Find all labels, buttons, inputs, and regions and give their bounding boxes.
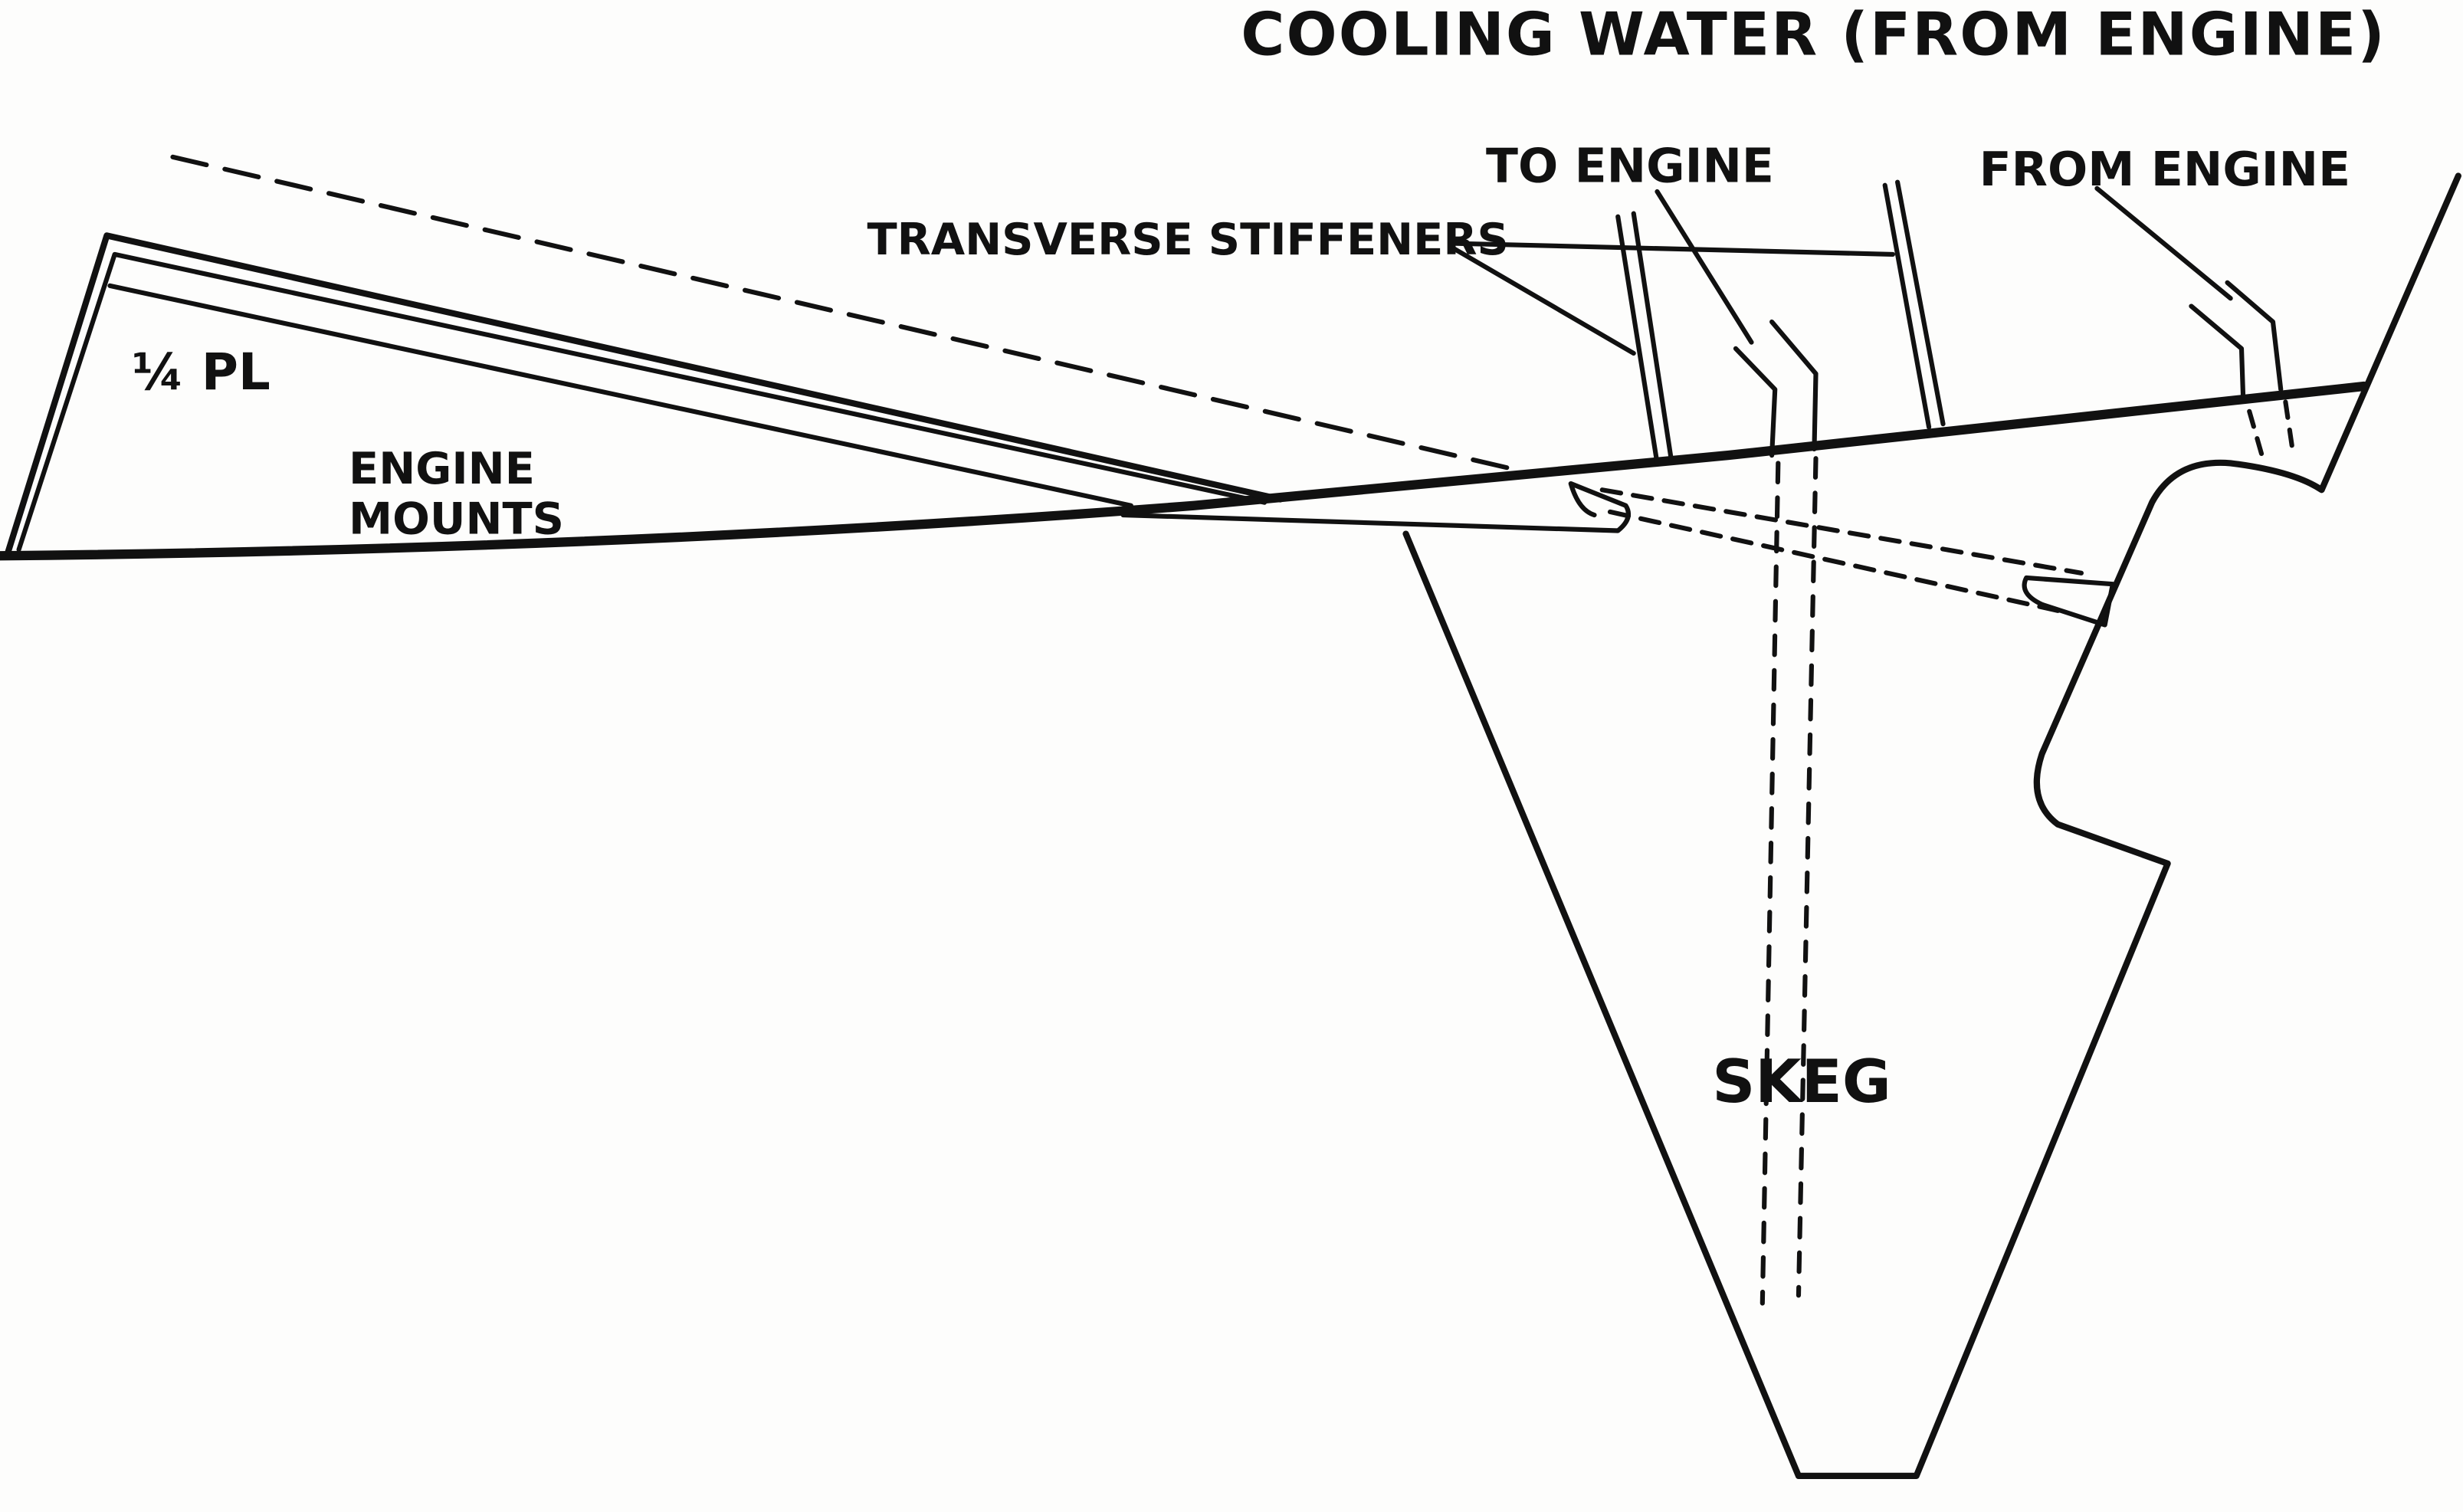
pipe-dashed-angled-2	[1607, 509, 2068, 615]
to-engine-label: TO ENGINE	[1486, 139, 1774, 194]
pipe-dashed-vertical-2	[1796, 456, 1819, 1298]
stiffener-leader-1	[1450, 245, 1636, 356]
from-engine-leader	[2094, 185, 2233, 301]
transverse-stiffener-2	[1882, 179, 1946, 430]
outlet-fitting	[2022, 575, 2115, 628]
pipe-dashed-angled-1	[1599, 487, 2084, 576]
to-engine-leader	[1655, 189, 1754, 345]
engine-mount-plate-line	[107, 283, 1133, 508]
from-engine-label: FROM ENGINE	[1979, 143, 2350, 197]
mount-bracket	[1120, 480, 1631, 533]
hull-bottom-line	[0, 381, 2370, 561]
pipe-dashed-from-engine	[2247, 399, 2296, 458]
dashed-reference-line	[170, 154, 1510, 471]
engine-mounts-label-line2: MOUNTS	[349, 494, 564, 545]
engine-mounts-label-line1: ENGINE	[349, 443, 535, 494]
skeg-label: SKEG	[1712, 1048, 1891, 1117]
pipe-dashed-vertical-1	[1760, 461, 1781, 1306]
skeg-outline	[1402, 172, 2461, 1479]
engine-mount-plate-inner	[16, 251, 1268, 553]
from-engine-pipe	[2189, 280, 2284, 398]
engine-mount-plate-outer	[5, 232, 1284, 556]
stiffener-leader-2	[1450, 241, 1896, 257]
cooling-water-title: COOLING WATER (FROM ENGINE)	[1241, 1, 2386, 70]
transverse-stiffener-1	[1615, 211, 1674, 466]
plate-label: ¼ PL	[132, 343, 271, 402]
transverse-stiffeners-label: TRANSVERSE STIFFENERS	[867, 214, 1508, 265]
to-engine-pipe	[1733, 319, 1819, 458]
